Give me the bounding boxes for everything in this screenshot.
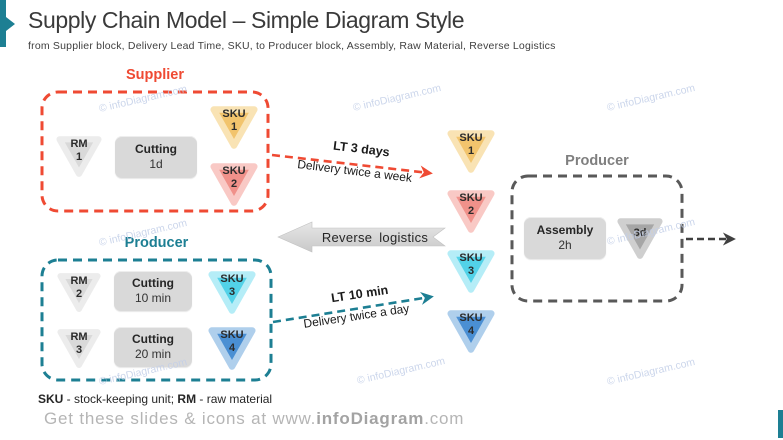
sku-term: SKU [38, 392, 64, 406]
footer-website-link[interactable]: Get these slides & icons at www.infoDiag… [44, 409, 464, 429]
top-left-accent-arrow-icon [6, 17, 15, 31]
sku-label: SKU [459, 312, 483, 324]
rm-term: RM [177, 392, 197, 406]
sku-number: 3 [228, 286, 236, 298]
rm-label: RM [70, 138, 88, 150]
assembly-process-box: Assembly 2h [524, 217, 606, 259]
sku-number: 2 [467, 205, 475, 217]
process-name: Cutting [132, 332, 174, 346]
abbreviation-footnote: SKU - stock-keeping unit; RM - raw mater… [38, 392, 272, 406]
bottom-right-accent-bar [778, 410, 783, 438]
producer-delivery-arrow [272, 292, 434, 324]
process-name: Cutting [132, 276, 174, 290]
sku-label: SKU [459, 252, 483, 264]
sku-number: 2 [230, 178, 238, 190]
top-left-accent-bar [0, 0, 6, 47]
rm-label: RM [70, 331, 88, 343]
supplier-delivery-arrow [271, 153, 433, 179]
rm-number: 1 [75, 151, 83, 163]
sku-number: 4 [228, 342, 236, 354]
sku-label: SKU [222, 165, 246, 177]
process-name: Assembly [536, 223, 594, 237]
watermark: © infoDiagram.com [351, 82, 443, 114]
sku-number: 1 [467, 145, 475, 157]
sku-label: SKU [459, 192, 483, 204]
sku-number: 3 [467, 265, 475, 277]
sku-definition: - stock-keeping unit; [63, 392, 178, 406]
output-arrow [686, 232, 736, 246]
watermark: © infoDiagram.com [355, 355, 447, 387]
footer-prefix: Get these slides & icons at www. [44, 409, 317, 428]
supplier-block [40, 90, 270, 213]
watermark: © infoDiagram.com [605, 82, 697, 114]
producer-right-block [510, 174, 684, 303]
process-duration: 2h [558, 238, 572, 252]
rm-number: 3 [75, 344, 83, 356]
producer-cutting-10min-box: Cutting 10 min [114, 271, 192, 311]
sku-label: SKU [222, 108, 246, 120]
footer-suffix: .com [424, 409, 465, 428]
rm-definition: - raw material [196, 392, 273, 406]
sku-number: 1 [230, 121, 238, 133]
sku-label: SKU [220, 329, 244, 341]
producer-right-block-label: Producer [565, 153, 629, 169]
reverse-logistics-label: Reverse logistics [321, 230, 429, 245]
process-duration: 10 min [134, 291, 172, 305]
sku-label: SKU [220, 273, 244, 285]
rm-label: RM [70, 275, 88, 287]
lead-time-3d-triangle: 3d [612, 216, 668, 262]
footer-brand: infoDiagram [316, 409, 425, 428]
slide-subtitle: from Supplier block, Delivery Lead Time,… [28, 40, 556, 52]
sku-number: 4 [467, 325, 475, 337]
slide-title: Supply Chain Model – Simple Diagram Styl… [28, 7, 465, 33]
supplier-block-label: Supplier [125, 67, 184, 83]
process-duration: 20 min [134, 347, 172, 361]
rm-number: 2 [75, 288, 83, 300]
process-name: Cutting [135, 142, 177, 156]
supplier-cutting-process-box: Cutting 1d [115, 136, 197, 178]
producer-left-block [40, 258, 273, 382]
process-duration: 1d [149, 157, 163, 171]
watermark: © infoDiagram.com [605, 356, 697, 388]
reverse-logistics-arrow [277, 221, 446, 253]
sku-label: SKU [459, 132, 483, 144]
producer-cutting-20min-box: Cutting 20 min [114, 327, 192, 367]
producer-left-block-label: Producer [124, 235, 189, 251]
lead-time-value: 3d [633, 227, 647, 239]
